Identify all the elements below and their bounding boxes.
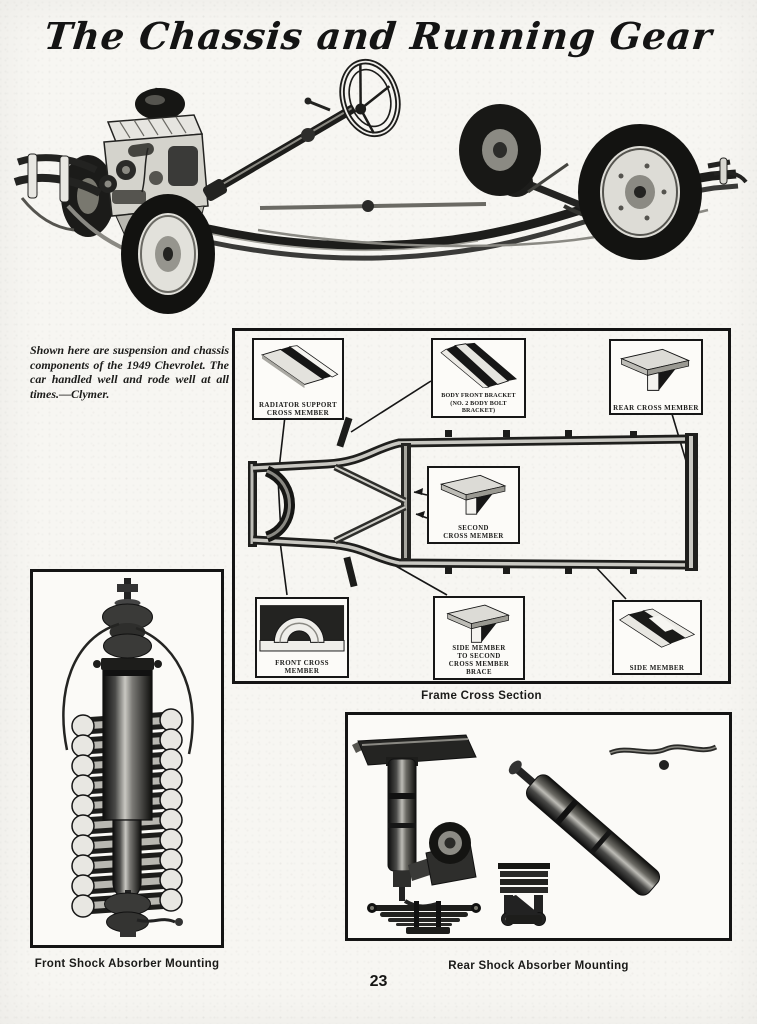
page-number: 23	[369, 973, 388, 990]
callout-front-cross-member: FRONT CROSS MEMBER	[255, 597, 349, 678]
callout-label: SIDE MEMBER	[629, 663, 685, 672]
front-suspension-crossmember	[264, 465, 295, 543]
channel-section-icon	[260, 345, 339, 389]
bracket-section-icon	[439, 342, 517, 388]
front-shock-figure	[30, 569, 224, 948]
rear-shock-drawing	[352, 734, 718, 934]
engine	[99, 87, 209, 239]
rear-bumperette	[707, 157, 748, 185]
callout-label: RADIATOR SUPPORT CROSS MEMBER	[258, 400, 338, 417]
callout-label: BODY FRONT BRACKET (NO. 2 BODY BOLT BRAC…	[441, 393, 516, 414]
x-braces	[333, 463, 407, 545]
c-channel-section-icon	[618, 608, 696, 648]
t-beam-section-icon	[619, 348, 691, 391]
rear-shock-figure	[345, 712, 732, 941]
page-title: The Chassis and Running Gear	[42, 14, 715, 58]
steering-column	[202, 97, 357, 201]
callout-radiator-support: RADIATOR SUPPORT CROSS MEMBER	[252, 338, 344, 420]
arch-section-icon	[259, 605, 345, 652]
frame-plan-view	[248, 380, 698, 600]
far-rear-wheel	[459, 104, 541, 196]
callout-body-front-bracket: BODY FRONT BRACKET (NO. 2 BODY BOLT BRAC…	[431, 338, 526, 418]
front-shock-drawing	[62, 578, 194, 937]
steering-wheel	[339, 58, 401, 138]
callout-label: SECOND CROSS MEMBER	[443, 524, 504, 540]
axle-eye-bracket	[408, 822, 477, 886]
frame-rails	[248, 433, 698, 571]
intro-caption: Shown here are suspension and chassis co…	[30, 343, 229, 401]
left-shock-assembly	[352, 734, 477, 909]
second-crossmember-bar	[401, 443, 411, 561]
callout-second-cross-member: SECOND CROSS MEMBER	[427, 466, 520, 544]
front-shock-caption: Front Shock Absorber Mounting	[34, 958, 220, 970]
near-rear-wheel	[578, 124, 702, 260]
leaf-spring	[367, 901, 481, 934]
rear-shock-caption: Rear Shock Absorber Mounting	[448, 960, 629, 972]
callout-label: FRONT CROSS MEMBER	[275, 658, 329, 675]
chassis-cutaway-figure	[13, 58, 748, 314]
callout-label: REAR CROSS MEMBER	[613, 403, 699, 412]
shock-cylinder	[93, 658, 162, 900]
callout-rear-cross-member: REAR CROSS MEMBER	[609, 339, 703, 415]
frame-diagram-caption: Frame Cross Section	[421, 690, 542, 702]
callout-side-member-brace: SIDE MEMBER TO SECOND CROSS MEMBER BRACE	[433, 596, 525, 680]
upper-mount	[102, 578, 153, 659]
body-mount-brackets	[336, 416, 637, 588]
t-beam-section-icon	[446, 604, 510, 643]
callout-side-member: SIDE MEMBER	[612, 600, 702, 675]
mount-wires	[62, 622, 194, 755]
t-beam-section-icon	[439, 474, 506, 515]
near-front-wheel	[121, 194, 215, 314]
callout-label: SIDE MEMBER TO SECOND CROSS MEMBER BRACE	[448, 644, 510, 676]
frame-cross-section-figure: RADIATOR SUPPORT CROSS MEMBER BODY FRONT…	[232, 328, 731, 684]
lower-mount	[104, 890, 183, 937]
diagonal-shock	[505, 744, 718, 924]
